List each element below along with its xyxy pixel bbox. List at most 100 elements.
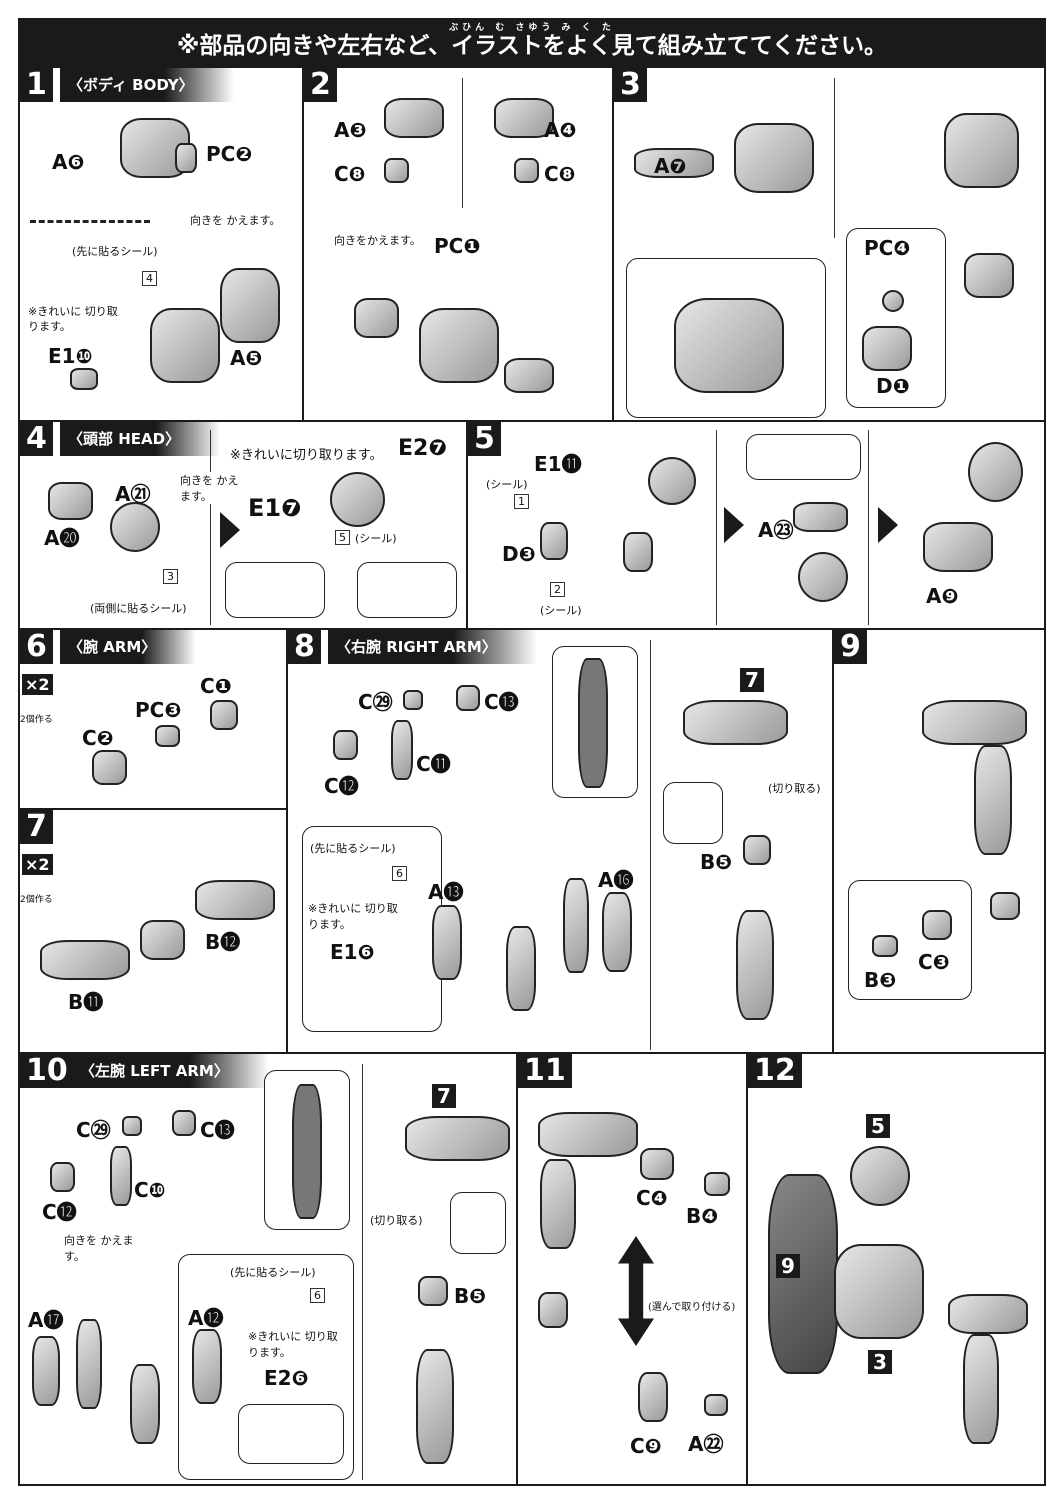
part-shoulder xyxy=(683,700,788,745)
sticker-number: 4 xyxy=(142,271,157,286)
part-label: C❸ xyxy=(918,950,950,974)
part-arm-assembled xyxy=(540,1159,576,1249)
part-c13 xyxy=(456,685,480,711)
part-label: C⓫ xyxy=(416,752,451,776)
note: (先に貼るシール) xyxy=(72,245,158,258)
part-shoulder xyxy=(140,920,185,960)
part-c8 xyxy=(514,158,539,183)
part-a22 xyxy=(704,1394,728,1416)
part-arm-assembled xyxy=(416,1349,454,1464)
step-number: 12 xyxy=(748,1054,802,1088)
part-label: C❶ xyxy=(200,674,232,698)
part-c29 xyxy=(403,690,423,710)
part-head xyxy=(330,472,385,527)
part-body-complete xyxy=(944,113,1019,188)
part-label: A❻ xyxy=(52,150,85,174)
step-number: 3 xyxy=(614,68,647,102)
step-2-panel: 2 A❸ C❽ A❹ C❽ 向きをかえます。 PC❶ xyxy=(302,66,614,422)
step-7-panel: 7 ×2 2個作る B⓬ B⓫ xyxy=(18,808,288,1054)
part-c2 xyxy=(92,750,127,785)
part-label: C⓬ xyxy=(324,774,359,798)
part-label: E1❼ xyxy=(248,494,302,522)
part-label: A⓰ xyxy=(598,868,634,892)
part-label: A㉑ xyxy=(115,482,151,506)
part-label: A❺ xyxy=(230,346,263,370)
part-label: D❸ xyxy=(502,542,536,566)
divider xyxy=(868,430,869,625)
step-number: 7 xyxy=(20,810,53,844)
part-e1 xyxy=(70,368,98,390)
divider xyxy=(716,430,717,625)
step-6-panel: 6 〈腕 ARM〉 ×2 2個作る C❶ PC❸ C❷ xyxy=(18,628,288,810)
step-5-panel: 5 E1⓫ (シール) 1 D❸ 2 (シール) A㉓ A❾ xyxy=(466,420,1046,630)
part-label: B⓬ xyxy=(205,930,241,954)
detail-bubble xyxy=(225,562,325,618)
next-arrow-icon xyxy=(878,507,898,543)
part-label: C❹ xyxy=(636,1186,668,1210)
part-c1 xyxy=(210,700,238,730)
note: 向きを かえます。 xyxy=(64,1232,134,1264)
sticker-number: 2 xyxy=(550,582,565,597)
part-face xyxy=(623,532,653,572)
divider xyxy=(30,220,150,223)
part-a4 xyxy=(494,98,554,138)
part-b12 xyxy=(195,880,275,920)
note: (切り取る) xyxy=(370,1214,423,1227)
note: 2個作る xyxy=(20,715,53,725)
part-frame-detail xyxy=(578,658,608,788)
step-reference: 5 xyxy=(866,1114,890,1138)
header-banner: ぶひん む さゆう み く た ※部品の向きや左右など、イラストをよく見て組み立… xyxy=(18,18,1046,66)
note: 向きを かえます。 xyxy=(190,214,281,227)
sticker-number: 6 xyxy=(310,1288,325,1303)
detail-bubble xyxy=(238,1404,344,1464)
part-hand xyxy=(990,892,1020,920)
quantity-badge: ×2 xyxy=(22,854,53,875)
step-number: 6 xyxy=(20,630,53,664)
part-head-complete xyxy=(968,442,1023,502)
part-body-complete xyxy=(834,1244,924,1339)
part-a23 xyxy=(793,502,848,532)
divider xyxy=(834,78,835,238)
step-reference: 7 xyxy=(432,1084,456,1108)
part-label: C❿ xyxy=(134,1178,166,1202)
detail-bubble xyxy=(357,562,457,618)
part-label: A㉒ xyxy=(688,1432,724,1456)
part-label: B❸ xyxy=(864,968,897,992)
step-12-panel: 12 5 9 3 xyxy=(746,1052,1046,1486)
step-1-panel: 1 〈ボディ BODY〉 A❻ PC❷ 向きを かえます。 (先に貼るシール) … xyxy=(18,66,304,422)
part-pc3 xyxy=(155,725,180,747)
part-a13 xyxy=(432,905,462,980)
part-label: C⓭ xyxy=(484,690,519,714)
part-c12 xyxy=(333,730,358,760)
part-c29 xyxy=(122,1116,142,1136)
part-c4 xyxy=(640,1148,674,1180)
part-label: C❽ xyxy=(544,162,576,186)
step-reference: 7 xyxy=(740,668,764,692)
part-label: C⓬ xyxy=(42,1200,77,1224)
part-arm-assembled xyxy=(736,910,774,1020)
part-a7 xyxy=(634,148,714,178)
note: (シール) xyxy=(540,604,582,617)
part-label: E1❿ xyxy=(48,344,93,368)
note: ※きれいに 切り取ります。 xyxy=(308,902,398,931)
part-label: E2❻ xyxy=(264,1366,309,1390)
part-body-assembled xyxy=(419,308,499,383)
part-body-assembled xyxy=(150,308,220,383)
part-b5 xyxy=(743,835,771,865)
part-label: A❾ xyxy=(926,584,959,608)
note: (シール) xyxy=(486,478,528,491)
detail-bubble xyxy=(746,434,861,480)
part-c13 xyxy=(172,1110,196,1136)
step-number: 8 xyxy=(288,630,321,664)
part-a3-assembly xyxy=(354,298,399,338)
header-title: ※部品の向きや左右など、イラストをよく見て組み立ててください。 xyxy=(176,33,888,59)
note: (先に貼るシール) xyxy=(230,1266,316,1279)
sticker-number: 6 xyxy=(392,866,407,881)
note: (切り取る) xyxy=(768,782,821,795)
part-label: C㉙ xyxy=(358,690,393,714)
step-title: 〈腕 ARM〉 xyxy=(60,630,197,664)
divider xyxy=(362,1064,363,1480)
part-label: B❺ xyxy=(700,850,733,874)
detail-bubble xyxy=(302,826,442,1032)
note: ※きれいに 切り取ります。 xyxy=(28,305,118,333)
